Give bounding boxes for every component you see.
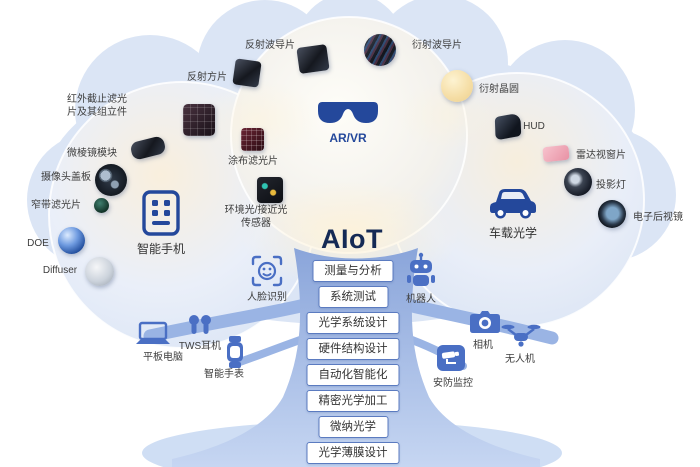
label-doe: DOE bbox=[27, 238, 49, 249]
label-camera-cover: 摄像头盖板 bbox=[41, 172, 91, 183]
diffractive-wafer-photo bbox=[441, 70, 473, 102]
smartwatch-icon bbox=[224, 336, 246, 373]
label-ir-cut-filter: 红外截止滤光 片及其组立件 bbox=[67, 93, 127, 119]
smartphone-icon bbox=[141, 190, 181, 241]
label-hud: HUD bbox=[523, 121, 545, 132]
robot-icon bbox=[405, 252, 437, 293]
label-drone: 无人机 bbox=[505, 354, 535, 365]
smartphone-node-label: 智能手机 bbox=[136, 242, 186, 256]
electronic-mirror-photo bbox=[598, 200, 626, 228]
label-reflective-square: 反射方片 bbox=[187, 72, 227, 83]
capability-measurement-analysis: 测量与分析 bbox=[312, 260, 394, 282]
label-radar-window: 雷达视窗片 bbox=[576, 150, 626, 161]
tablet-icon bbox=[134, 321, 172, 352]
reflective-square-photo bbox=[232, 58, 262, 88]
diffractive-waveguide-photo bbox=[364, 34, 396, 66]
projector-lamp-photo bbox=[564, 168, 592, 196]
aiot-title: AIoT bbox=[321, 224, 383, 254]
label-ambient-sensor-line2: 传感器 bbox=[241, 218, 271, 229]
doe-photo bbox=[58, 227, 85, 254]
label-camera: 相机 bbox=[473, 340, 493, 351]
reflective-waveguide-photo bbox=[296, 44, 330, 74]
coated-filter-photo bbox=[241, 128, 264, 151]
label-diffractive-wafer: 衍射晶圆 bbox=[479, 84, 519, 95]
label-ambient-sensor: 环境光/接近光 传感器 bbox=[225, 204, 288, 230]
capability-automation-intelligence: 自动化智能化 bbox=[306, 364, 400, 386]
label-ir-cut-filter-line1: 红外截止滤光 bbox=[67, 94, 127, 105]
label-diffractive-waveguide: 衍射波导片 bbox=[412, 40, 462, 51]
capability-precision-optics-machining: 精密光学加工 bbox=[306, 390, 400, 412]
label-ir-cut-filter-line2: 片及其组立件 bbox=[67, 107, 127, 118]
label-security-monitor: 安防监控 bbox=[433, 378, 473, 389]
label-ambient-sensor-line1: 环境光/接近光 bbox=[224, 205, 288, 216]
radar-window-photo bbox=[542, 144, 570, 163]
hud-photo bbox=[494, 112, 522, 141]
face-recognition-icon bbox=[251, 255, 283, 292]
ir-cut-filter-photo bbox=[183, 104, 215, 136]
ambient-sensor-photo bbox=[257, 177, 283, 203]
label-tablet: 平板电脑 bbox=[143, 352, 183, 363]
diffuser-photo bbox=[85, 257, 114, 286]
arvr-node-label: AR/VR bbox=[329, 131, 367, 145]
capability-hardware-structure-design: 硬件结构设计 bbox=[306, 338, 400, 360]
label-electronic-mirror: 电子后视镜 bbox=[633, 212, 683, 223]
capability-stack: 测量与分析 系统测试 光学系统设计 硬件结构设计 自动化智能化 精密光学加工 微… bbox=[306, 260, 400, 464]
label-microprism: 微棱镜模块 bbox=[67, 148, 117, 159]
label-robot: 机器人 bbox=[406, 294, 436, 305]
camera-cover-photo bbox=[95, 164, 127, 196]
camera-icon bbox=[469, 310, 501, 339]
capability-optical-coating-design: 光学薄膜设计 bbox=[306, 442, 400, 464]
label-smartwatch: 智能手表 bbox=[204, 369, 244, 380]
label-coated-filter: 涂布滤光片 bbox=[228, 156, 278, 167]
label-diffuser: Diffuser bbox=[42, 265, 78, 276]
label-tws-earbuds: TWS耳机 bbox=[178, 341, 222, 352]
label-narrowband-filter: 窄带滤光片 bbox=[31, 200, 81, 211]
capability-system-testing: 系统测试 bbox=[318, 286, 388, 308]
capability-micro-nano-optics: 微纳光学 bbox=[318, 416, 388, 438]
automotive-node-label: 车载光学 bbox=[488, 226, 538, 240]
car-icon bbox=[488, 182, 538, 225]
drone-icon bbox=[501, 323, 541, 354]
narrowband-filter-photo bbox=[94, 198, 109, 213]
arvr-glasses-icon bbox=[316, 98, 380, 133]
capability-optical-system-design: 光学系统设计 bbox=[306, 312, 400, 334]
label-reflective-waveguide: 反射波导片 bbox=[245, 40, 295, 51]
label-face-recognition: 人脸识别 bbox=[247, 292, 287, 303]
tws-earbuds-icon bbox=[187, 314, 213, 341]
label-projector-lamp: 投影灯 bbox=[596, 180, 626, 191]
security-monitor-icon bbox=[437, 345, 465, 371]
